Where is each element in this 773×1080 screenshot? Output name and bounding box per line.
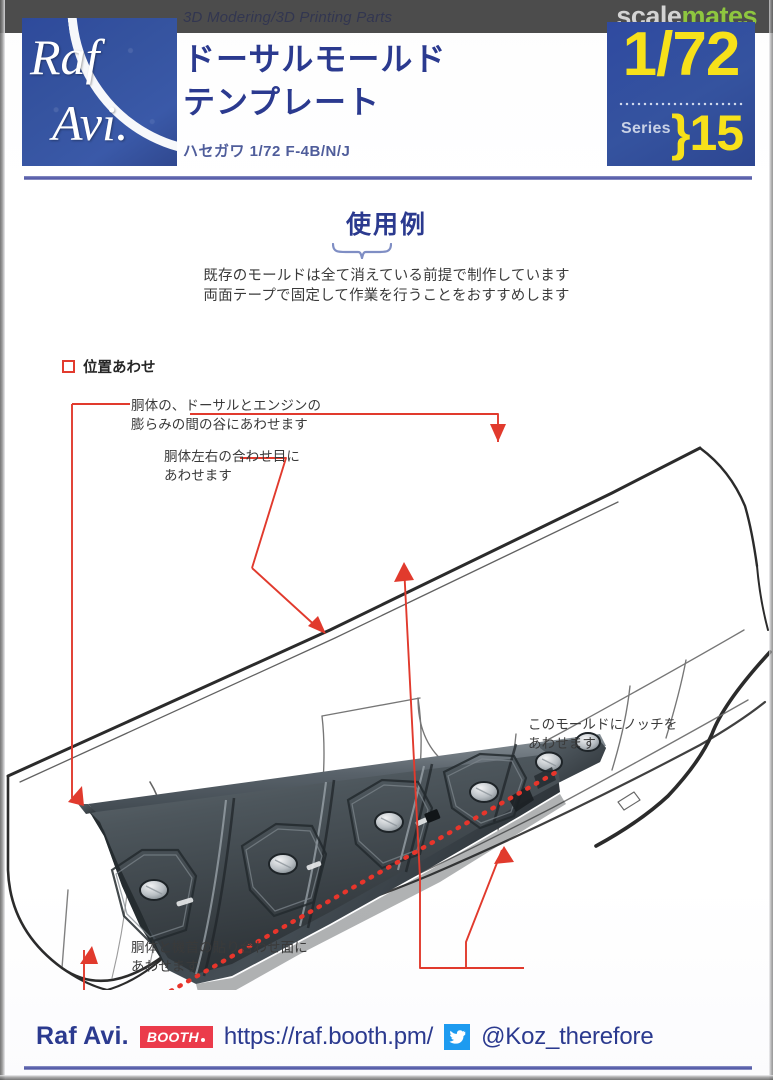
- alignment-legend-label: 位置あわせ: [83, 360, 156, 376]
- usage-note-line-2: 両面テープで固定して作業を行うことをおすすめします: [203, 288, 570, 304]
- dorsal-mould-template-part: [78, 732, 606, 990]
- callout-dorsal-engine-valley: 胴体の、ドーサルとエンジンの 膨らみの間の谷にあわせます: [131, 398, 322, 432]
- template-guide-holes: [139, 732, 601, 901]
- usage-note-line-1: 既存のモールドは全て消えている前提で制作しています: [203, 268, 570, 284]
- logo-line-1: Raf: [30, 29, 100, 85]
- sheet-footer: Raf Avi. BOOTH https://raf.booth.pm/ @Ko…: [0, 1018, 773, 1072]
- annotation-arrowheads: [68, 424, 514, 964]
- scan-edge-right: [769, 0, 773, 1080]
- section-title-brace-icon: [332, 243, 392, 259]
- raf-avi-logo: Raf Avi.: [22, 18, 177, 166]
- series-label: Series: [621, 120, 671, 137]
- logo-script-text: Raf Avi.: [30, 24, 177, 156]
- booth-shop-url[interactable]: https://raf.booth.pm/: [223, 1022, 434, 1050]
- twitter-handle[interactable]: @Koz_therefore: [481, 1022, 654, 1050]
- red-dotted-alignment-line: [168, 767, 563, 990]
- callout-mold-notch: このモールドにノッチを あわせます: [528, 717, 678, 751]
- booth-badge-dot-icon: [200, 1037, 205, 1042]
- page-title-line-2: テンプレート: [183, 84, 381, 120]
- alignment-legend: 位置あわせ: [62, 356, 156, 377]
- booth-badge-label: BOOTH: [146, 1028, 199, 1045]
- badge-dotted-divider: [618, 102, 744, 106]
- footer-brand-name: Raf Avi.: [36, 1022, 129, 1050]
- footer-divider-rule: [24, 1066, 752, 1070]
- header-divider-rule: [24, 176, 752, 180]
- series-number: }15: [671, 105, 744, 161]
- scale-badge: 1/72 Series }15: [607, 22, 755, 166]
- sheet-header: Raf Avi. 3D Modering/3D Printing Parts ド…: [0, 0, 773, 180]
- scale-value: 1/72: [622, 22, 741, 89]
- callout-fuselage-seam: 胴体左右の合わせ目に あわせます: [164, 449, 300, 483]
- page-title-line-1: ドーサルモールド: [183, 41, 447, 77]
- scan-edge-left: [0, 0, 5, 1080]
- assembly-illustration: [6, 403, 772, 990]
- section-title: 使用例: [345, 211, 427, 239]
- footer-contact-row: Raf Avi. BOOTH https://raf.booth.pm/ @Ko…: [36, 1022, 654, 1051]
- logo-line-2: Avi.: [52, 95, 129, 151]
- callout-fuselage-nose-joint: 胴体と機首の貼り合わせ面に あわせます: [131, 940, 308, 974]
- page-title: ドーサルモールド テンプレート: [183, 38, 603, 124]
- product-category-kicker: 3D Modering/3D Printing Parts: [183, 9, 393, 26]
- kit-subtitle: ハセガワ 1/72 F-4B/N/J: [183, 143, 351, 160]
- booth-badge[interactable]: BOOTH: [139, 1025, 213, 1048]
- scan-edge-bottom: [0, 1075, 773, 1080]
- red-square-marker-icon: [62, 360, 75, 373]
- twitter-icon[interactable]: [444, 1023, 471, 1050]
- usage-notes: 既存のモールドは全て消えている前提で制作しています 両面テープで固定して作業を行…: [0, 266, 773, 306]
